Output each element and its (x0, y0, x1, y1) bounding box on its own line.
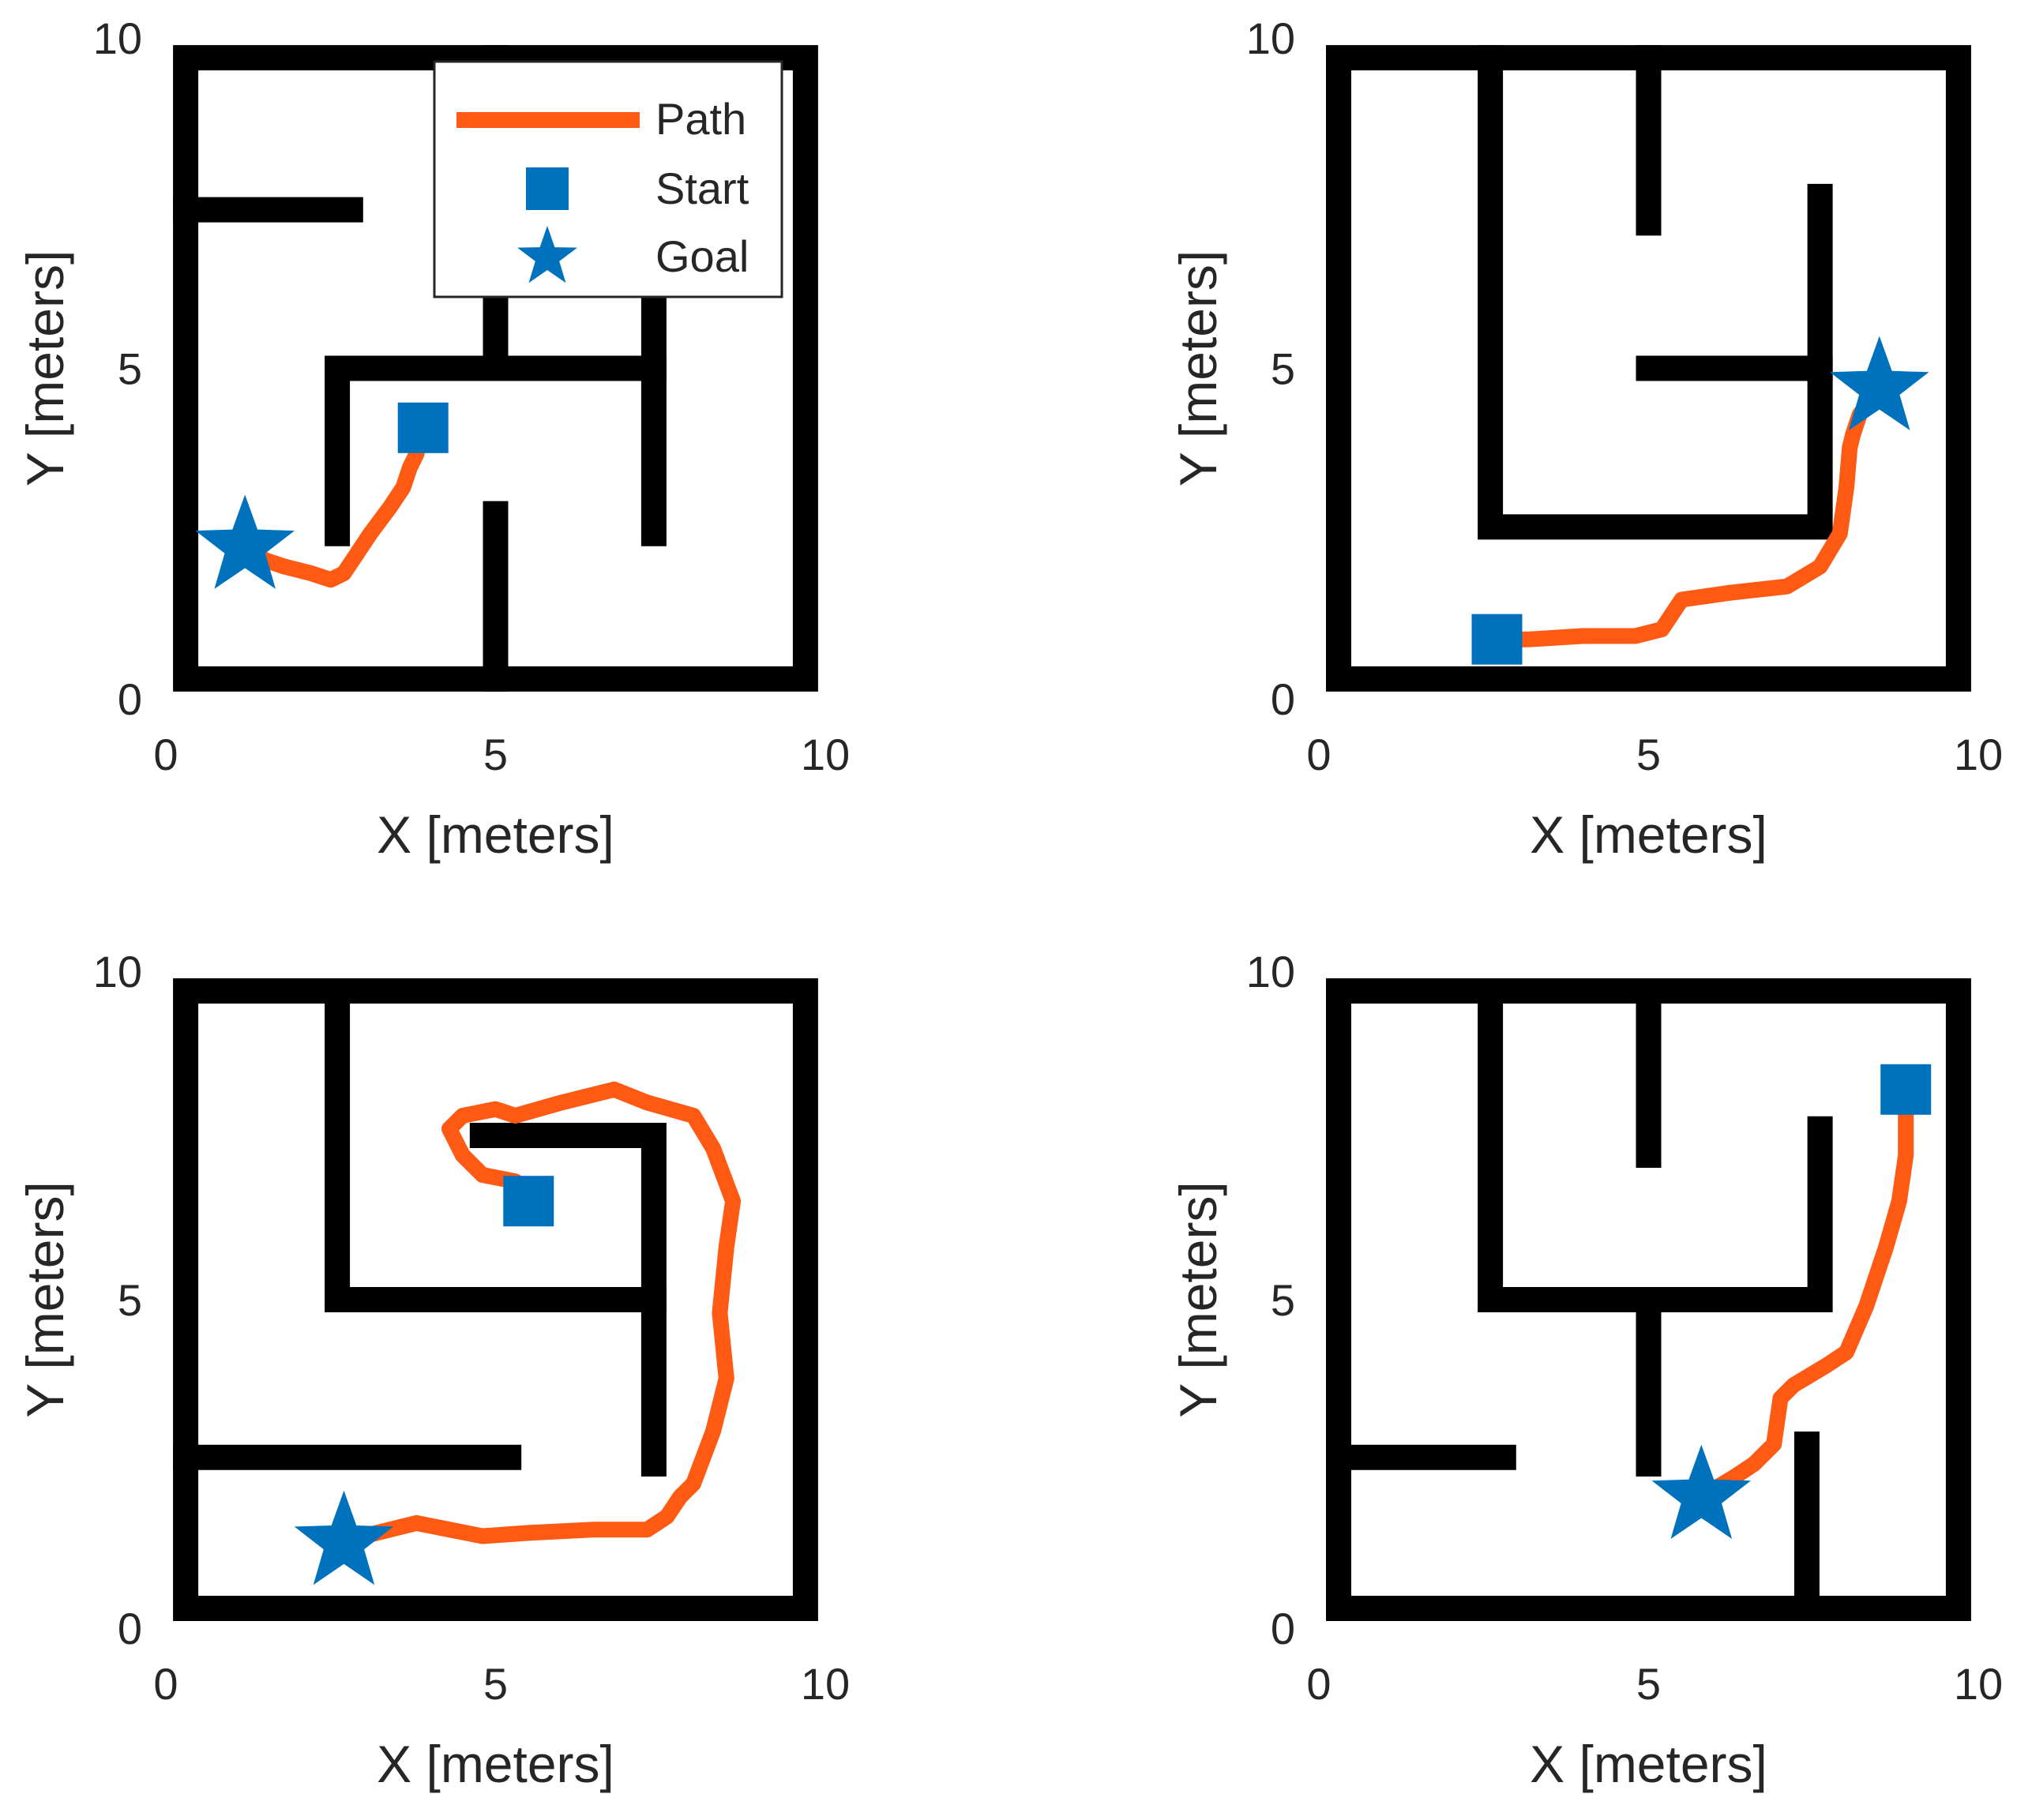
x-tick-label: 5 (1636, 1659, 1661, 1709)
x-tick-label: 5 (483, 730, 508, 779)
maze-wall (469, 1123, 667, 1477)
x-tick-label: 10 (801, 1659, 850, 1709)
goal-marker (1651, 1444, 1752, 1539)
path-line (336, 1081, 742, 1551)
maze-outer-wall (173, 978, 818, 1621)
x-tick-label: 10 (1954, 730, 2003, 779)
subplot-top-right: 0 5 10 0 5 10 X [meters] Y [meters] (1169, 13, 2003, 864)
x-tick-label: 5 (1636, 730, 1661, 779)
x-axis-label: X [meters] (1530, 805, 1767, 864)
maze-wall (325, 355, 667, 546)
square-marker-icon (526, 167, 569, 210)
maze-outer-wall (1326, 978, 1971, 1621)
x-tick-label: 0 (153, 1659, 178, 1709)
y-tick-label: 5 (1271, 344, 1295, 394)
legend-item-path: Path (456, 94, 746, 144)
y-tick-label: 10 (1246, 13, 1295, 63)
goal-marker (195, 494, 295, 589)
x-axis-label: X [meters] (1530, 1735, 1767, 1793)
y-tick-label: 5 (1271, 1275, 1295, 1325)
legend-item-goal: Goal (517, 226, 749, 283)
legend-item-start: Start (526, 163, 749, 213)
start-marker (1880, 1064, 1932, 1115)
y-tick-label: 10 (1246, 947, 1295, 996)
y-axis-label: Y [meters] (1169, 250, 1227, 487)
subplot-bottom-right: 0 5 10 0 5 10 X [meters] Y [meters] (1169, 947, 2003, 1793)
star-marker-icon (517, 226, 577, 283)
goal-marker (294, 1490, 394, 1585)
path-line (1693, 1081, 1914, 1505)
x-tick-label: 0 (1306, 730, 1331, 779)
x-tick-label: 0 (1306, 1659, 1331, 1709)
maze-outer-wall (1326, 45, 1971, 692)
y-tick-label: 0 (1271, 1604, 1295, 1653)
legend-label-goal: Goal (655, 231, 749, 281)
y-tick-label: 0 (118, 1604, 142, 1653)
x-tick-label: 5 (483, 1659, 508, 1709)
legend-box (433, 60, 783, 298)
legend-label-start: Start (655, 163, 749, 213)
y-tick-label: 5 (118, 344, 142, 394)
subplot-bottom-left: 0 5 10 0 5 10 X [meters] Y [meters] (16, 947, 850, 1793)
y-tick-label: 5 (118, 1275, 142, 1325)
start-marker (503, 1176, 554, 1227)
goal-marker (1830, 336, 1929, 430)
y-tick-label: 0 (118, 674, 142, 724)
start-marker (1471, 614, 1523, 665)
legend-label-path: Path (655, 94, 746, 144)
x-axis-label: X [meters] (377, 805, 614, 864)
maze-outer-wall (173, 45, 818, 692)
legend: Path Start Goal (433, 60, 783, 298)
x-tick-label: 10 (1954, 1659, 2003, 1709)
start-marker (397, 402, 449, 453)
y-tick-label: 0 (1271, 674, 1295, 724)
y-tick-label: 10 (93, 947, 142, 996)
x-tick-label: 10 (801, 730, 850, 779)
y-axis-label: Y [meters] (1169, 1181, 1227, 1418)
x-tick-label: 0 (153, 730, 178, 779)
y-tick-label: 10 (93, 13, 142, 63)
maze-wall (325, 978, 667, 1312)
x-axis-label: X [meters] (377, 1735, 614, 1793)
y-axis-label: Y [meters] (16, 250, 74, 487)
y-axis-label: Y [meters] (16, 1181, 74, 1418)
subplot-top-left: 0 5 10 0 5 10 X [meters] Y [meters] (16, 13, 850, 864)
path-line (1489, 380, 1887, 647)
path-line (237, 419, 431, 588)
